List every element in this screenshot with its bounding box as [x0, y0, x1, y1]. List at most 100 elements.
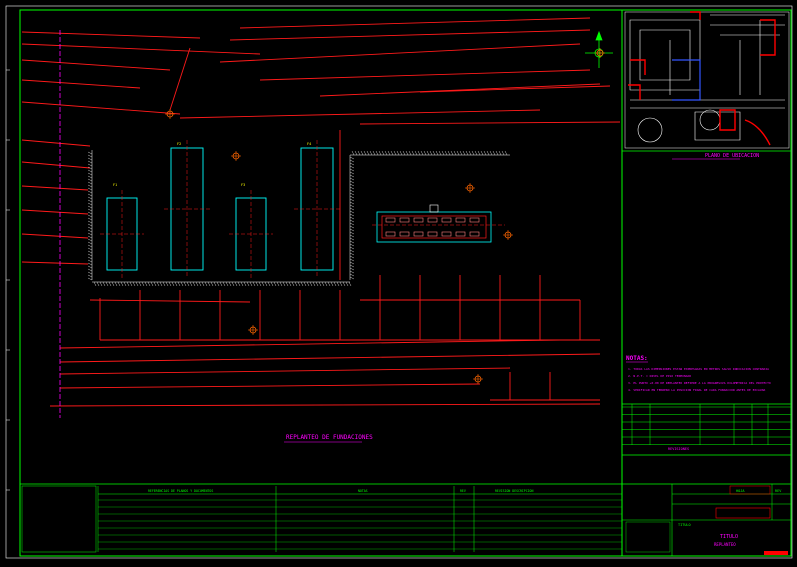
hatch-stroke: [87, 274, 93, 278]
bottom-header-references: REFERENCIAS DE PLANOS Y DOCUMENTOS: [148, 489, 213, 493]
hatch-stroke: [315, 281, 319, 287]
hatch-stroke: [87, 235, 93, 239]
hatch-stroke: [282, 281, 286, 287]
hatch-stroke: [387, 150, 391, 156]
survey-lines: [21, 17, 621, 407]
hatch-stroke: [349, 162, 355, 166]
hatch-stroke: [349, 252, 355, 256]
hatch-stroke: [468, 150, 472, 156]
hatch-stroke: [108, 281, 112, 287]
hatch-stroke: [87, 241, 93, 245]
hatch-stroke: [225, 281, 229, 287]
hatch-stroke: [372, 150, 376, 156]
revision-caption: REVISIONES: [668, 447, 689, 451]
hatch-left: [87, 151, 93, 281]
hatch-stroke: [489, 150, 493, 156]
hatch-stroke: [349, 240, 355, 244]
foundation-axes: [100, 140, 340, 278]
hatch-stroke: [144, 281, 148, 287]
hatch-stroke: [135, 281, 139, 287]
hatch-stroke: [219, 281, 223, 287]
hatch-stroke: [87, 238, 93, 242]
hatch-stroke: [270, 281, 274, 287]
hatch-stroke: [129, 281, 133, 287]
hatch-stroke: [339, 281, 343, 287]
hatch-stroke: [147, 281, 151, 287]
hatch-stroke: [349, 222, 355, 226]
hatch-stroke: [237, 281, 241, 287]
hatch-stroke: [156, 281, 160, 287]
hatch-stroke: [336, 281, 340, 287]
hatch-stroke: [447, 150, 451, 156]
hatch-stroke: [87, 229, 93, 233]
hatch-stroke: [349, 174, 355, 178]
hatch-stroke: [349, 264, 355, 268]
revision-table: [622, 404, 791, 445]
hatch-stroke: [228, 281, 232, 287]
hatch-stroke: [87, 184, 93, 188]
hatch-stroke: [474, 150, 478, 156]
hatch-stroke: [87, 181, 93, 185]
hatch-stroke: [255, 281, 259, 287]
hatch-stroke: [354, 150, 358, 156]
hatch-stroke: [87, 202, 93, 206]
hatch-stroke: [87, 178, 93, 182]
margin-ticks: [6, 69, 10, 491]
hatch-stroke: [349, 225, 355, 229]
hatch-stroke: [327, 281, 331, 287]
hatch-stroke: [159, 281, 163, 287]
hatch-stroke: [87, 154, 93, 158]
hatch-stroke: [87, 166, 93, 170]
hatch-stroke: [453, 150, 457, 156]
hatch-stroke: [349, 210, 355, 214]
hatch-stroke: [486, 150, 490, 156]
hatch-stroke: [349, 276, 355, 280]
hatch-stroke: [171, 281, 175, 287]
hatch-stroke: [87, 247, 93, 251]
frame-border: [19, 9, 792, 557]
sheet-border: [5, 5, 793, 559]
hatch-stroke: [450, 150, 454, 156]
hatch-stroke: [87, 277, 93, 281]
hatch-stroke: [276, 281, 280, 287]
hatch-stroke: [87, 217, 93, 221]
hatch-stroke: [363, 150, 367, 156]
hatch-stroke: [87, 259, 93, 263]
hatch-stroke: [349, 171, 355, 175]
hatch-stroke: [349, 192, 355, 196]
hatch-stroke: [195, 281, 199, 287]
title-block-subtitle: REPLANTEO: [714, 542, 736, 547]
hatch-stroke: [234, 281, 238, 287]
hatch-stroke: [349, 165, 355, 169]
logo-mark: [764, 551, 788, 555]
hatch-stroke: [204, 281, 208, 287]
hatch-stroke: [141, 281, 145, 287]
hatch-stroke: [459, 150, 463, 156]
hatch-stroke: [87, 160, 93, 164]
hatch-stroke: [105, 281, 109, 287]
hatch-stroke: [162, 281, 166, 287]
hatch-stroke: [306, 281, 310, 287]
hatch-stroke: [349, 219, 355, 223]
hatch-stroke: [324, 281, 328, 287]
title-block: TITULO HOJA REV TITULO REPLANTEO: [622, 484, 791, 556]
hatch-stroke: [99, 281, 103, 287]
hatch-stroke: [87, 250, 93, 254]
hatch-stroke: [444, 150, 448, 156]
hatch-stroke: [349, 216, 355, 220]
hatch-stroke: [492, 150, 496, 156]
hatch-stroke: [349, 258, 355, 262]
hatch-stroke: [349, 228, 355, 232]
hatch-stroke: [417, 150, 421, 156]
hatch-stroke: [87, 262, 93, 266]
hatch-stroke: [429, 150, 433, 156]
hatch-stroke: [297, 281, 301, 287]
hatch-stroke: [333, 281, 337, 287]
hatch-stroke: [300, 281, 304, 287]
hatch-bottom: [93, 281, 352, 287]
hatch-stroke: [393, 150, 397, 156]
hatch-stroke: [349, 204, 355, 208]
title-label: TITULO: [678, 523, 691, 527]
